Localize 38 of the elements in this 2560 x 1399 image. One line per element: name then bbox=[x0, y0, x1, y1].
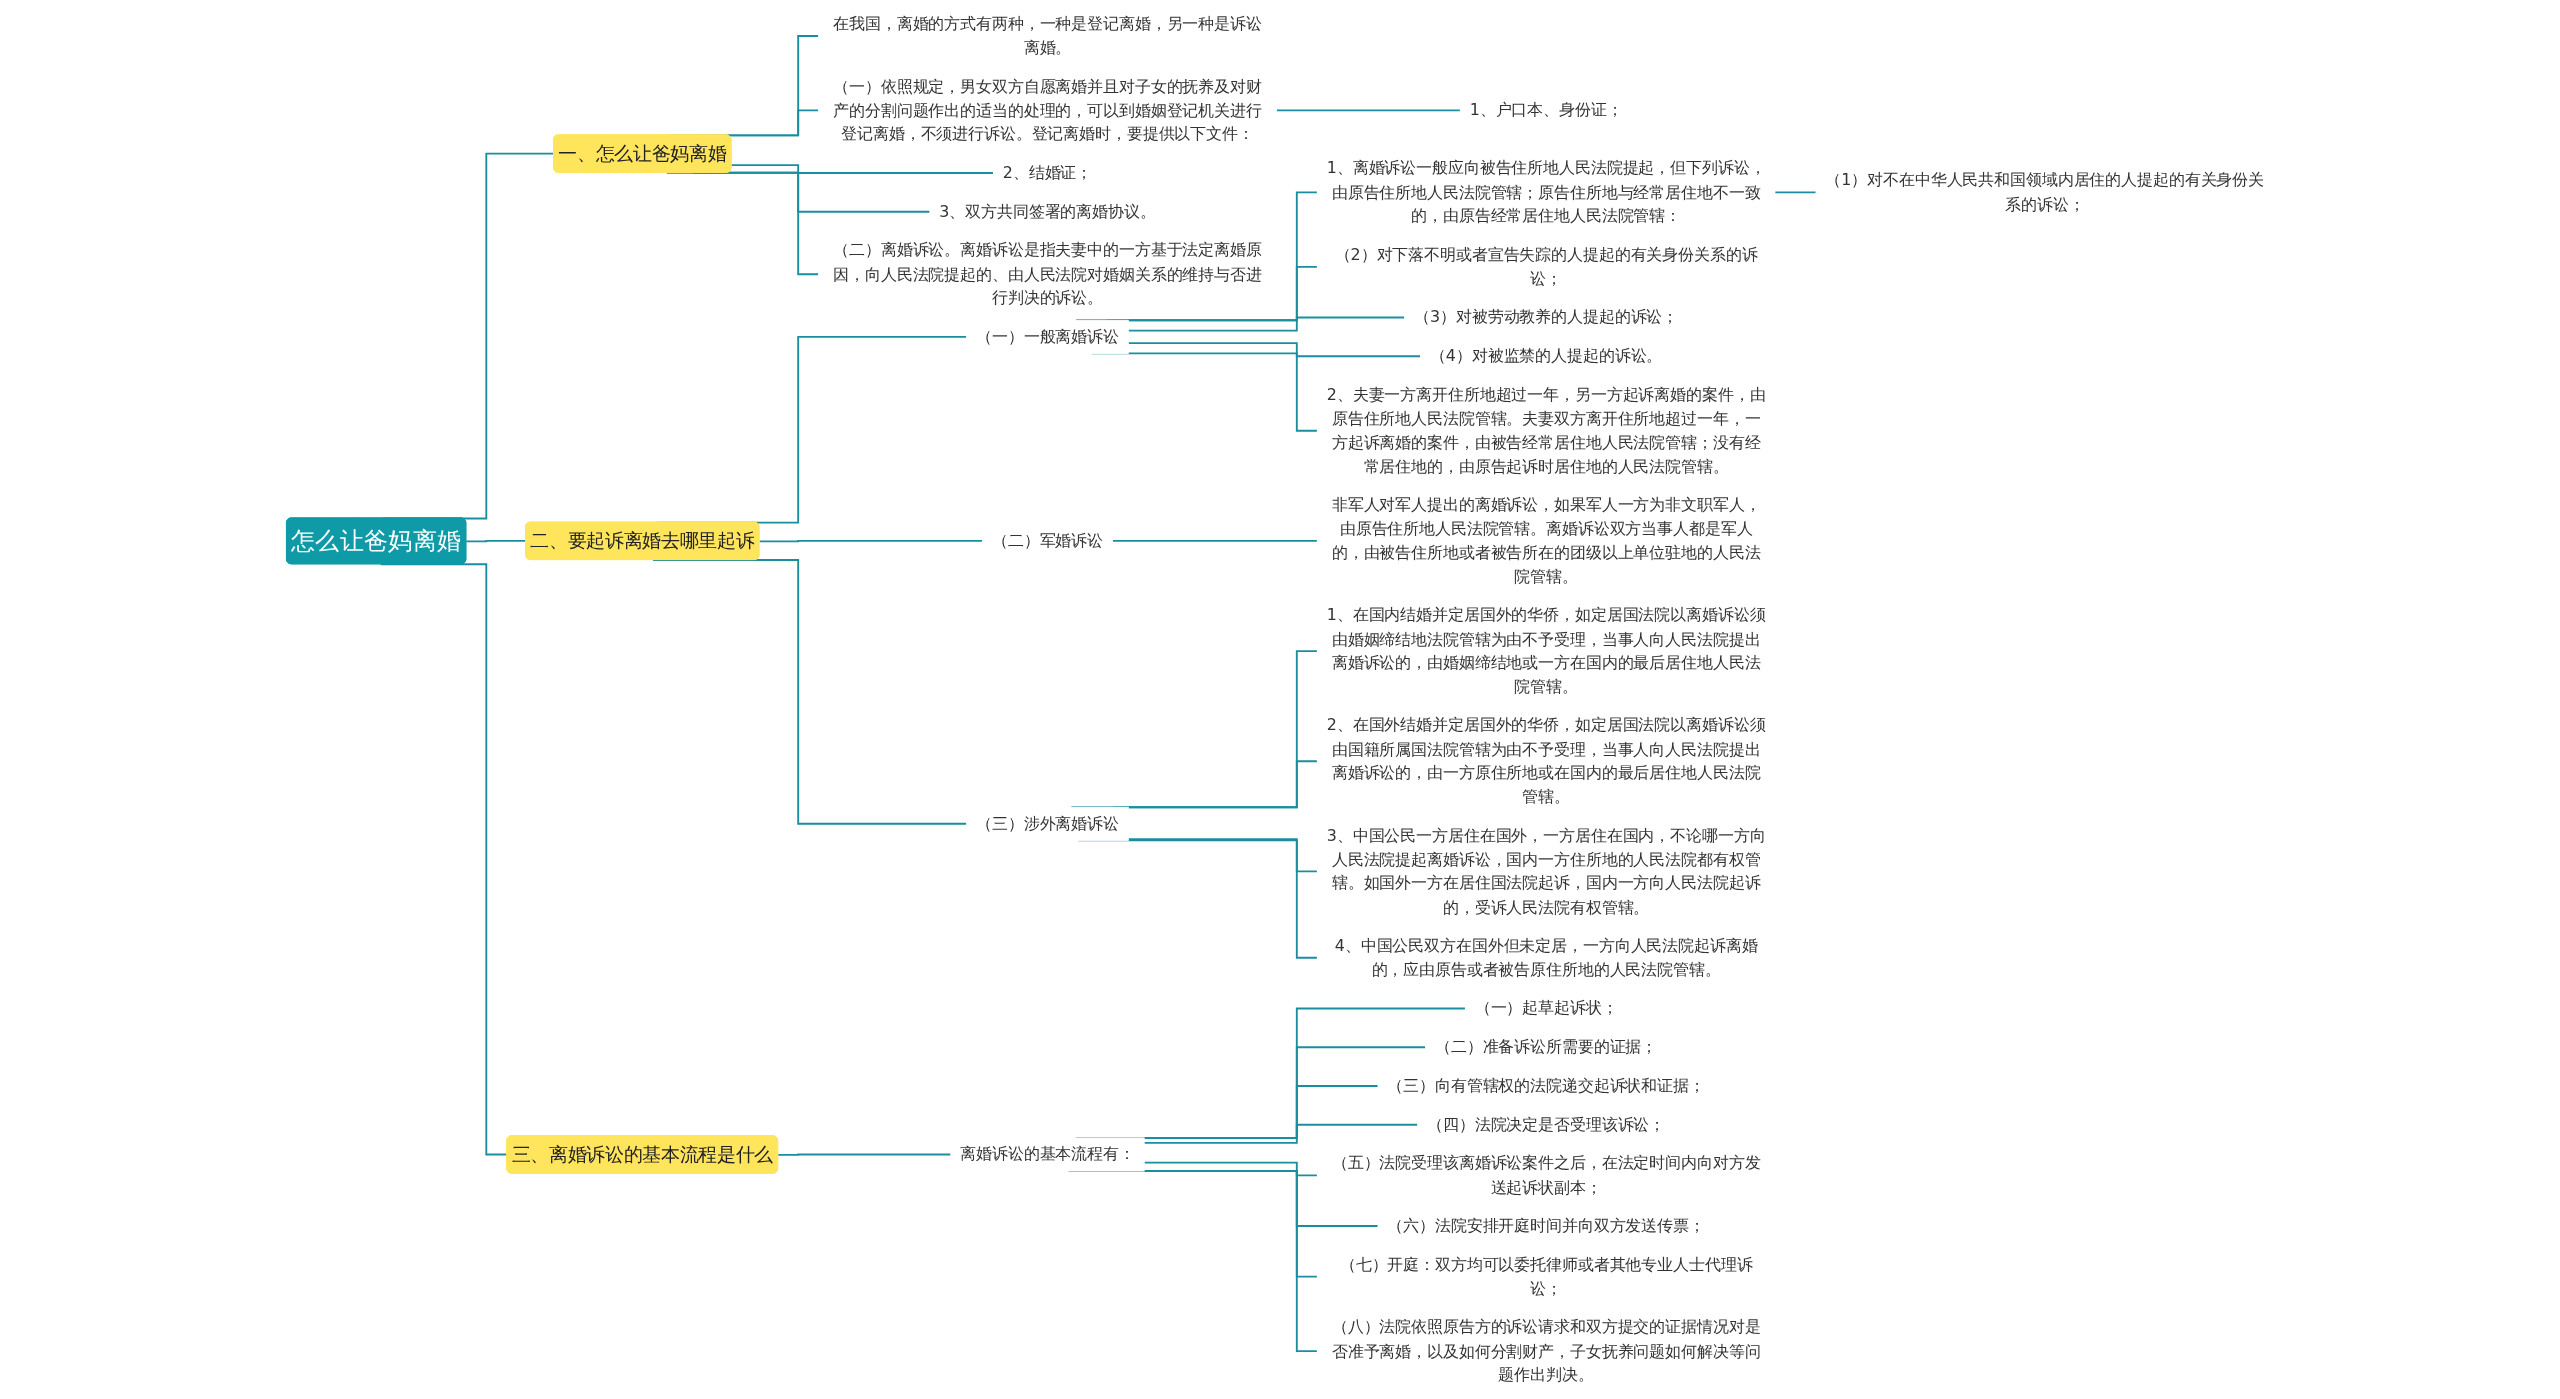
node-text: （七）开庭：双方均可以委托律师或者其他专业人士代理诉讼； bbox=[1339, 1254, 1753, 1298]
node-text: 1、离婚诉讼一般应向被告住所地人民法院提起，但下列诉讼，由原告住所地人民法院管辖；原告住所地与经常居住地不一致的，由原告经常居住地人民法院管辖： bbox=[1326, 158, 1766, 225]
connector bbox=[1275, 109, 1462, 112]
connector bbox=[1143, 1123, 1419, 1144]
connector bbox=[1127, 316, 1406, 332]
node-text: 3、双方共同签署的离婚协议。 bbox=[939, 201, 1156, 221]
node-text: （二）军婚诉讼 bbox=[991, 530, 1104, 550]
node-text: （四）法院决定是否受理该诉讼； bbox=[1427, 1114, 1666, 1134]
node-text: 3、中国公民一方居住在国外，一方居住在国内，不论哪一方向人民法院提起离婚诉讼，国内一方住所地的人民法院都有权管辖。如国外一方在居住国法院起诉，国内一方向人民法院起诉的，受诉人民法院有权管辖。 bbox=[1326, 825, 1766, 916]
node-text: （八）法院依照原告方的诉讼请求和双方提交的证据情况对是否准予离婚，以及如何分割财产，子女抚养问题如何解决等问题作出判决。 bbox=[1331, 1317, 1761, 1384]
node-text: （1）对不在中华人民共和国领域内居住的人提起的有关身份关系的诉讼； bbox=[1825, 170, 2265, 213]
connector bbox=[1111, 539, 1319, 542]
node-text: 在我国，离婚的方式有两种，一种是登记离婚，另一种是诉讼离婚。 bbox=[833, 14, 1262, 57]
connector bbox=[1127, 342, 1422, 358]
connector bbox=[777, 1153, 952, 1156]
node-text: 非军人对军人提出的离婚诉讼，如果军人一方为非文职军人，由原告住所地人民法院管辖。离婚诉讼双方当事人都是军人的，由被告住所地或者被告所在的团级以上单位驻地的人民法院管辖。 bbox=[1331, 495, 1761, 586]
node-text: （五）法院受理该离婚诉讼案件之后，在法定时间内向对方发送起诉状副本； bbox=[1331, 1153, 1761, 1196]
node-text: 1、在国内结婚并定居国外的华侨，如定居国法院以离婚诉讼须由婚姻缔结地法院管辖为由不予受理，当事人向人民法院提出离婚诉讼的，由婚姻缔结地或一方在国内的最后居住地人民法院管辖。 bbox=[1326, 605, 1766, 696]
node-text: 2、夫妻一方离开住所地超过一年，另一方起诉离婚的案件，由原告住所地人民法院管辖。夫妻双方离开住所地超过一年，一方起诉离婚的案件，由被告经常居住地人民法院管辖；没有经常居住地的，由原告起诉时居住地的人民法院管辖。 bbox=[1326, 384, 1766, 476]
node-text: （三）向有管辖权的法院递交起诉状和证据； bbox=[1387, 1075, 1705, 1095]
node-text: （二）离婚诉讼。离婚诉讼是指夫妻中的一方基于法定离婚原因，向人民法院提起的、由人民法院对婚姻关系的维持与否进行判决的诉讼。 bbox=[833, 240, 1262, 307]
node-text: 2、在国外结婚并定居国外的华侨，如定居国法院以离婚诉讼须由国籍所属国法院管辖为由不予受理，当事人向人民法院提出离婚诉讼的，由一方原住所地或在国内的最后居住地人民法院管辖。 bbox=[1326, 715, 1766, 806]
connector bbox=[730, 164, 995, 174]
connector bbox=[465, 539, 527, 543]
node-text: （一）依照规定，男女双方自愿离婚并且对子女的抚养及对财产的分割问题作出的适当的处理的，可以到婚姻登记机关进行登记离婚，不须进行诉讼。登记离婚时，要提供以下文件： bbox=[833, 76, 1262, 143]
connector bbox=[1127, 838, 1319, 873]
node-text: 1、户口本、身份证； bbox=[1469, 100, 1623, 120]
node-text: （3）对被劳动教养的人提起的诉讼； bbox=[1414, 307, 1679, 327]
node-text: （六）法院安排开庭时间并向双方发送传票； bbox=[1387, 1215, 1705, 1235]
node-text: 4、中国公民双方在国外但未定居，一方向人民法院起诉离婚的，应由原告或者被告原住所地的人民法院管辖。 bbox=[1334, 935, 1758, 979]
connector bbox=[1143, 1161, 1319, 1177]
node-text: （一）起草起诉状； bbox=[1474, 998, 1618, 1018]
node-text: （4）对被监禁的人提起的诉讼。 bbox=[1429, 346, 1663, 365]
connector bbox=[758, 539, 984, 543]
connector bbox=[1773, 191, 1817, 194]
node-text: （二）准备诉讼所需要的证据； bbox=[1435, 1037, 1658, 1056]
node-text: （2）对下落不明或者宣告失踪的人提起的有关身份关系的诉讼； bbox=[1334, 244, 1758, 288]
node-text: 2、结婚证； bbox=[1002, 162, 1093, 182]
